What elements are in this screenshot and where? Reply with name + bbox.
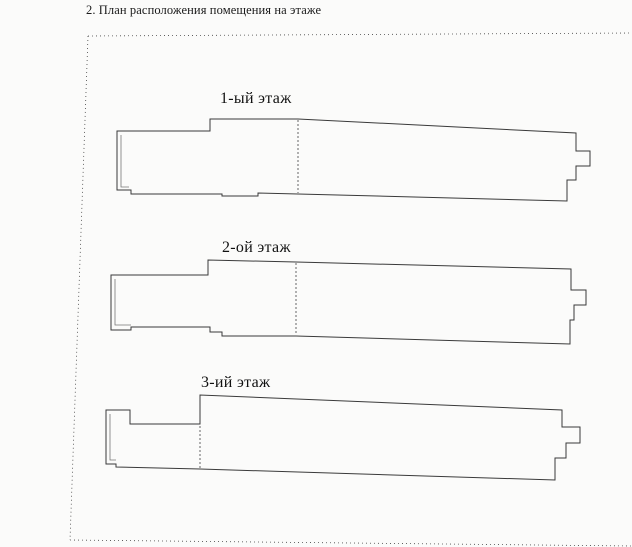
floor-3-plan [105, 394, 581, 481]
page-frame [69, 32, 632, 547]
floor-2-plan [110, 259, 587, 345]
section-heading: 2. План расположения помещения на этаже [86, 3, 322, 17]
floor-1-plan [116, 118, 591, 202]
floor-2-label: 2-ой этаж [222, 239, 291, 256]
floor-1-label: 1-ый этаж [220, 90, 292, 107]
floor-3-label: 3-ий этаж [201, 374, 271, 391]
